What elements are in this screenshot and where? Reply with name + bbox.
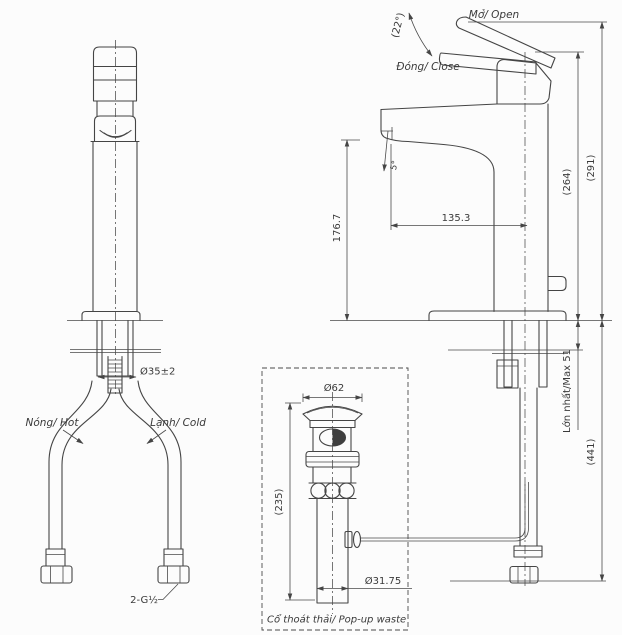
handle-closed <box>438 52 537 75</box>
supply-hose-side <box>509 387 543 584</box>
hose-connector-left <box>40 548 73 584</box>
open-label: Mở/ Open <box>469 9 519 21</box>
cold-leader <box>146 429 167 444</box>
handle-open <box>455 16 556 69</box>
column-front <box>92 140 138 313</box>
height-closed-label: (264) <box>562 168 573 195</box>
close-label: Đóng/ Close <box>396 61 459 73</box>
drain-body <box>305 426 360 484</box>
lift-rod-tab <box>547 275 567 292</box>
shank-dim-label: Ø35±2 <box>140 366 175 378</box>
hose-connector-right <box>157 548 190 584</box>
overflow-hole <box>332 429 346 446</box>
top-dia-label: Ø62 <box>324 382 345 394</box>
drain-head <box>302 405 363 429</box>
tail-pipe <box>316 497 349 604</box>
max-counter-label: Lớn nhất/Max 51 <box>561 349 573 433</box>
front-view: Ø35±2 2-G½ Nóng/ Hot Lạnh/ Cold <box>26 40 206 606</box>
base-flange-front <box>81 310 141 322</box>
length-label: (235) <box>274 488 285 515</box>
flow-arrow <box>382 130 389 172</box>
supply-hoses <box>48 380 182 550</box>
cold-label: Lạnh/ Cold <box>150 417 206 429</box>
neck-front <box>96 100 134 117</box>
mounting-hardware-side <box>496 319 548 389</box>
threaded-stud <box>107 355 123 394</box>
ball-joint <box>344 530 362 549</box>
detail-box <box>261 367 409 631</box>
handle-angle-label: (22°) <box>390 12 407 40</box>
mounting-shank <box>96 319 134 377</box>
height-open-label: (291) <box>586 154 597 181</box>
outlet-height-label: 176.7 <box>332 214 343 243</box>
hot-leader <box>62 429 84 444</box>
spout-body-side <box>380 103 549 313</box>
cartridge-head <box>496 58 552 105</box>
reach-label: 135.3 <box>442 213 471 224</box>
popup-rod <box>360 482 529 542</box>
hot-label: Nóng/ Hot <box>26 417 80 429</box>
connector-leader <box>158 583 179 600</box>
lock-nut <box>308 482 357 500</box>
base-flange-side <box>428 310 567 322</box>
spout-front <box>93 115 137 142</box>
tail-dia-label: Ø31.75 <box>365 575 402 587</box>
side-view: 5° Mở/ Op <box>330 9 612 586</box>
connector-label: 2-G½ <box>130 594 158 606</box>
under-counter-label: (441) <box>586 438 597 465</box>
popup-waste-detail: Ø62 <box>261 367 412 631</box>
handle-front <box>92 46 138 102</box>
handle-angle-arc <box>408 12 433 57</box>
flow-angle-label: 5° <box>389 160 401 172</box>
popup-caption: Cổ thoát thải/ Pop-up waste <box>267 613 406 626</box>
